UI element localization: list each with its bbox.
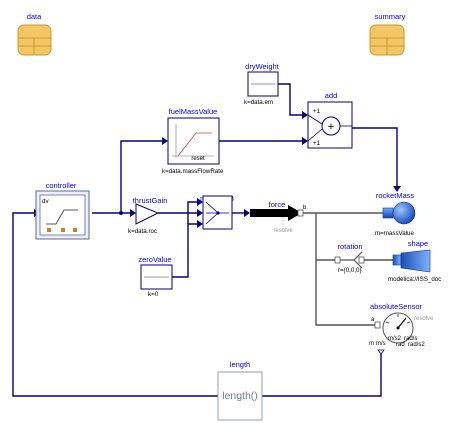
fuelmass-label: fuelMassValue [169, 107, 218, 116]
add-gain1: +1 [313, 108, 321, 115]
rocketmass-label: rocketMass [376, 191, 415, 200]
rotation-label: rotation [337, 242, 362, 251]
sensor-unit-rad: rad [396, 342, 405, 348]
body-stem [382, 207, 394, 219]
force-label: force [269, 200, 286, 209]
force-block[interactable]: force b resolve [250, 200, 307, 234]
sensor-resolve: resolve [414, 316, 434, 322]
wire-add-rocketmass[interactable] [352, 127, 398, 190]
fuelmass-reset: reset [191, 156, 205, 162]
thrustgain-label: thrustGain [133, 196, 168, 205]
sensor-unit-ms: m/s [376, 341, 386, 347]
ramp-curve [177, 132, 212, 157]
arrow-add-in1 [302, 111, 308, 119]
length-block[interactable]: length length() [217, 360, 263, 421]
wire-frame-sensor[interactable] [315, 213, 375, 326]
sensor-unit-ms2: m/s2 [388, 336, 402, 342]
arrow-fuelmass-in [162, 137, 168, 145]
body-sphere-icon [392, 201, 416, 225]
sensor-unit-m: m [369, 341, 374, 347]
shape-visual-icon [400, 249, 431, 273]
arrow-mux-in3 [197, 220, 203, 228]
multiplex-box [202, 195, 233, 230]
connections [12, 83, 398, 397]
wire-sensor-length[interactable] [262, 350, 382, 397]
dryweight-param: k=data.em [244, 99, 273, 106]
sensor-port-a: a [371, 317, 375, 323]
controller-inner: dv [42, 198, 49, 205]
zerovalue-param: k=0 [148, 291, 159, 298]
zerovalue-label: zeroValue [138, 255, 171, 264]
data-label: data [27, 12, 42, 21]
dryweight-label: dryWeight [245, 62, 280, 71]
wire-zero-mux[interactable] [172, 223, 199, 278]
controller-label: controller [46, 181, 77, 190]
data-record[interactable]: data [17, 12, 52, 56]
shape-param: modelica://ISS_doc [388, 276, 441, 283]
arrow-add-in2 [302, 137, 308, 145]
shape-label: shape [408, 239, 428, 248]
dryweight-block[interactable]: dryWeight k=data.em [244, 62, 280, 106]
step-curve [46, 209, 78, 225]
rotation-block[interactable]: rotation r={0,0,0} [334, 242, 365, 274]
wire-dryweight-add[interactable] [278, 83, 306, 116]
force-resolve: resolve [273, 228, 293, 234]
arrow-mux-in2 [197, 209, 203, 217]
length-label: length [230, 360, 250, 369]
arrow-thrustgain-in [130, 209, 136, 217]
arrow-rocketmass-in [393, 186, 401, 192]
summary-record[interactable]: summary [369, 12, 406, 56]
fuelmass-param: k=data.massFlowRate [162, 168, 224, 175]
thrustgain-block[interactable]: thrustGain k=data.roc [128, 196, 167, 235]
frame-b-port[interactable] [297, 209, 304, 217]
thrustgain-param: k=data.roc [128, 228, 157, 235]
absolutesensor-block[interactable]: absoluteSensor a resolve m m/s m/s2 rad … [369, 302, 434, 355]
length-inner: length() [222, 390, 258, 402]
sensor-unit-rads: rad/s [404, 336, 417, 342]
add-gain2: +1 [313, 140, 321, 147]
wire-controller-fuelmass[interactable] [120, 140, 166, 213]
force-port-b: b [303, 205, 307, 211]
wire-zero-mux-2[interactable] [187, 201, 199, 224]
rocketmass-param: m=massValue [375, 230, 414, 237]
zerovalue-block[interactable]: zeroValue k=0 [138, 255, 173, 298]
absolutesensor-label: absoluteSensor [370, 302, 423, 311]
gain-triangle [135, 203, 160, 225]
add-label: add [325, 91, 338, 100]
rocketmass-block[interactable]: rocketMass m=massValue [375, 191, 416, 237]
junction-dot [119, 211, 123, 215]
sum-icon: + [328, 121, 334, 133]
controller-block[interactable]: controller dv [35, 181, 90, 240]
force-arrow-icon [250, 205, 302, 221]
arrow-force-in [244, 209, 250, 217]
fuelmass-block[interactable]: fuelMassValue reset k=data.massFlowRate [162, 107, 224, 175]
multiplex-block[interactable]: multiplex3 [200, 194, 234, 230]
length-box [217, 371, 263, 421]
add-block[interactable]: add +1 +1 + [307, 91, 353, 149]
rotation-param: r={0,0,0} [338, 267, 362, 274]
arrow-mux-in1 [197, 198, 203, 206]
sensor-unit-rads2: rad/s2 [408, 342, 425, 348]
wire-length-controller[interactable] [12, 212, 218, 397]
shape-block[interactable]: shape modelica://ISS_doc [388, 239, 441, 283]
summary-label: summary [375, 12, 406, 21]
